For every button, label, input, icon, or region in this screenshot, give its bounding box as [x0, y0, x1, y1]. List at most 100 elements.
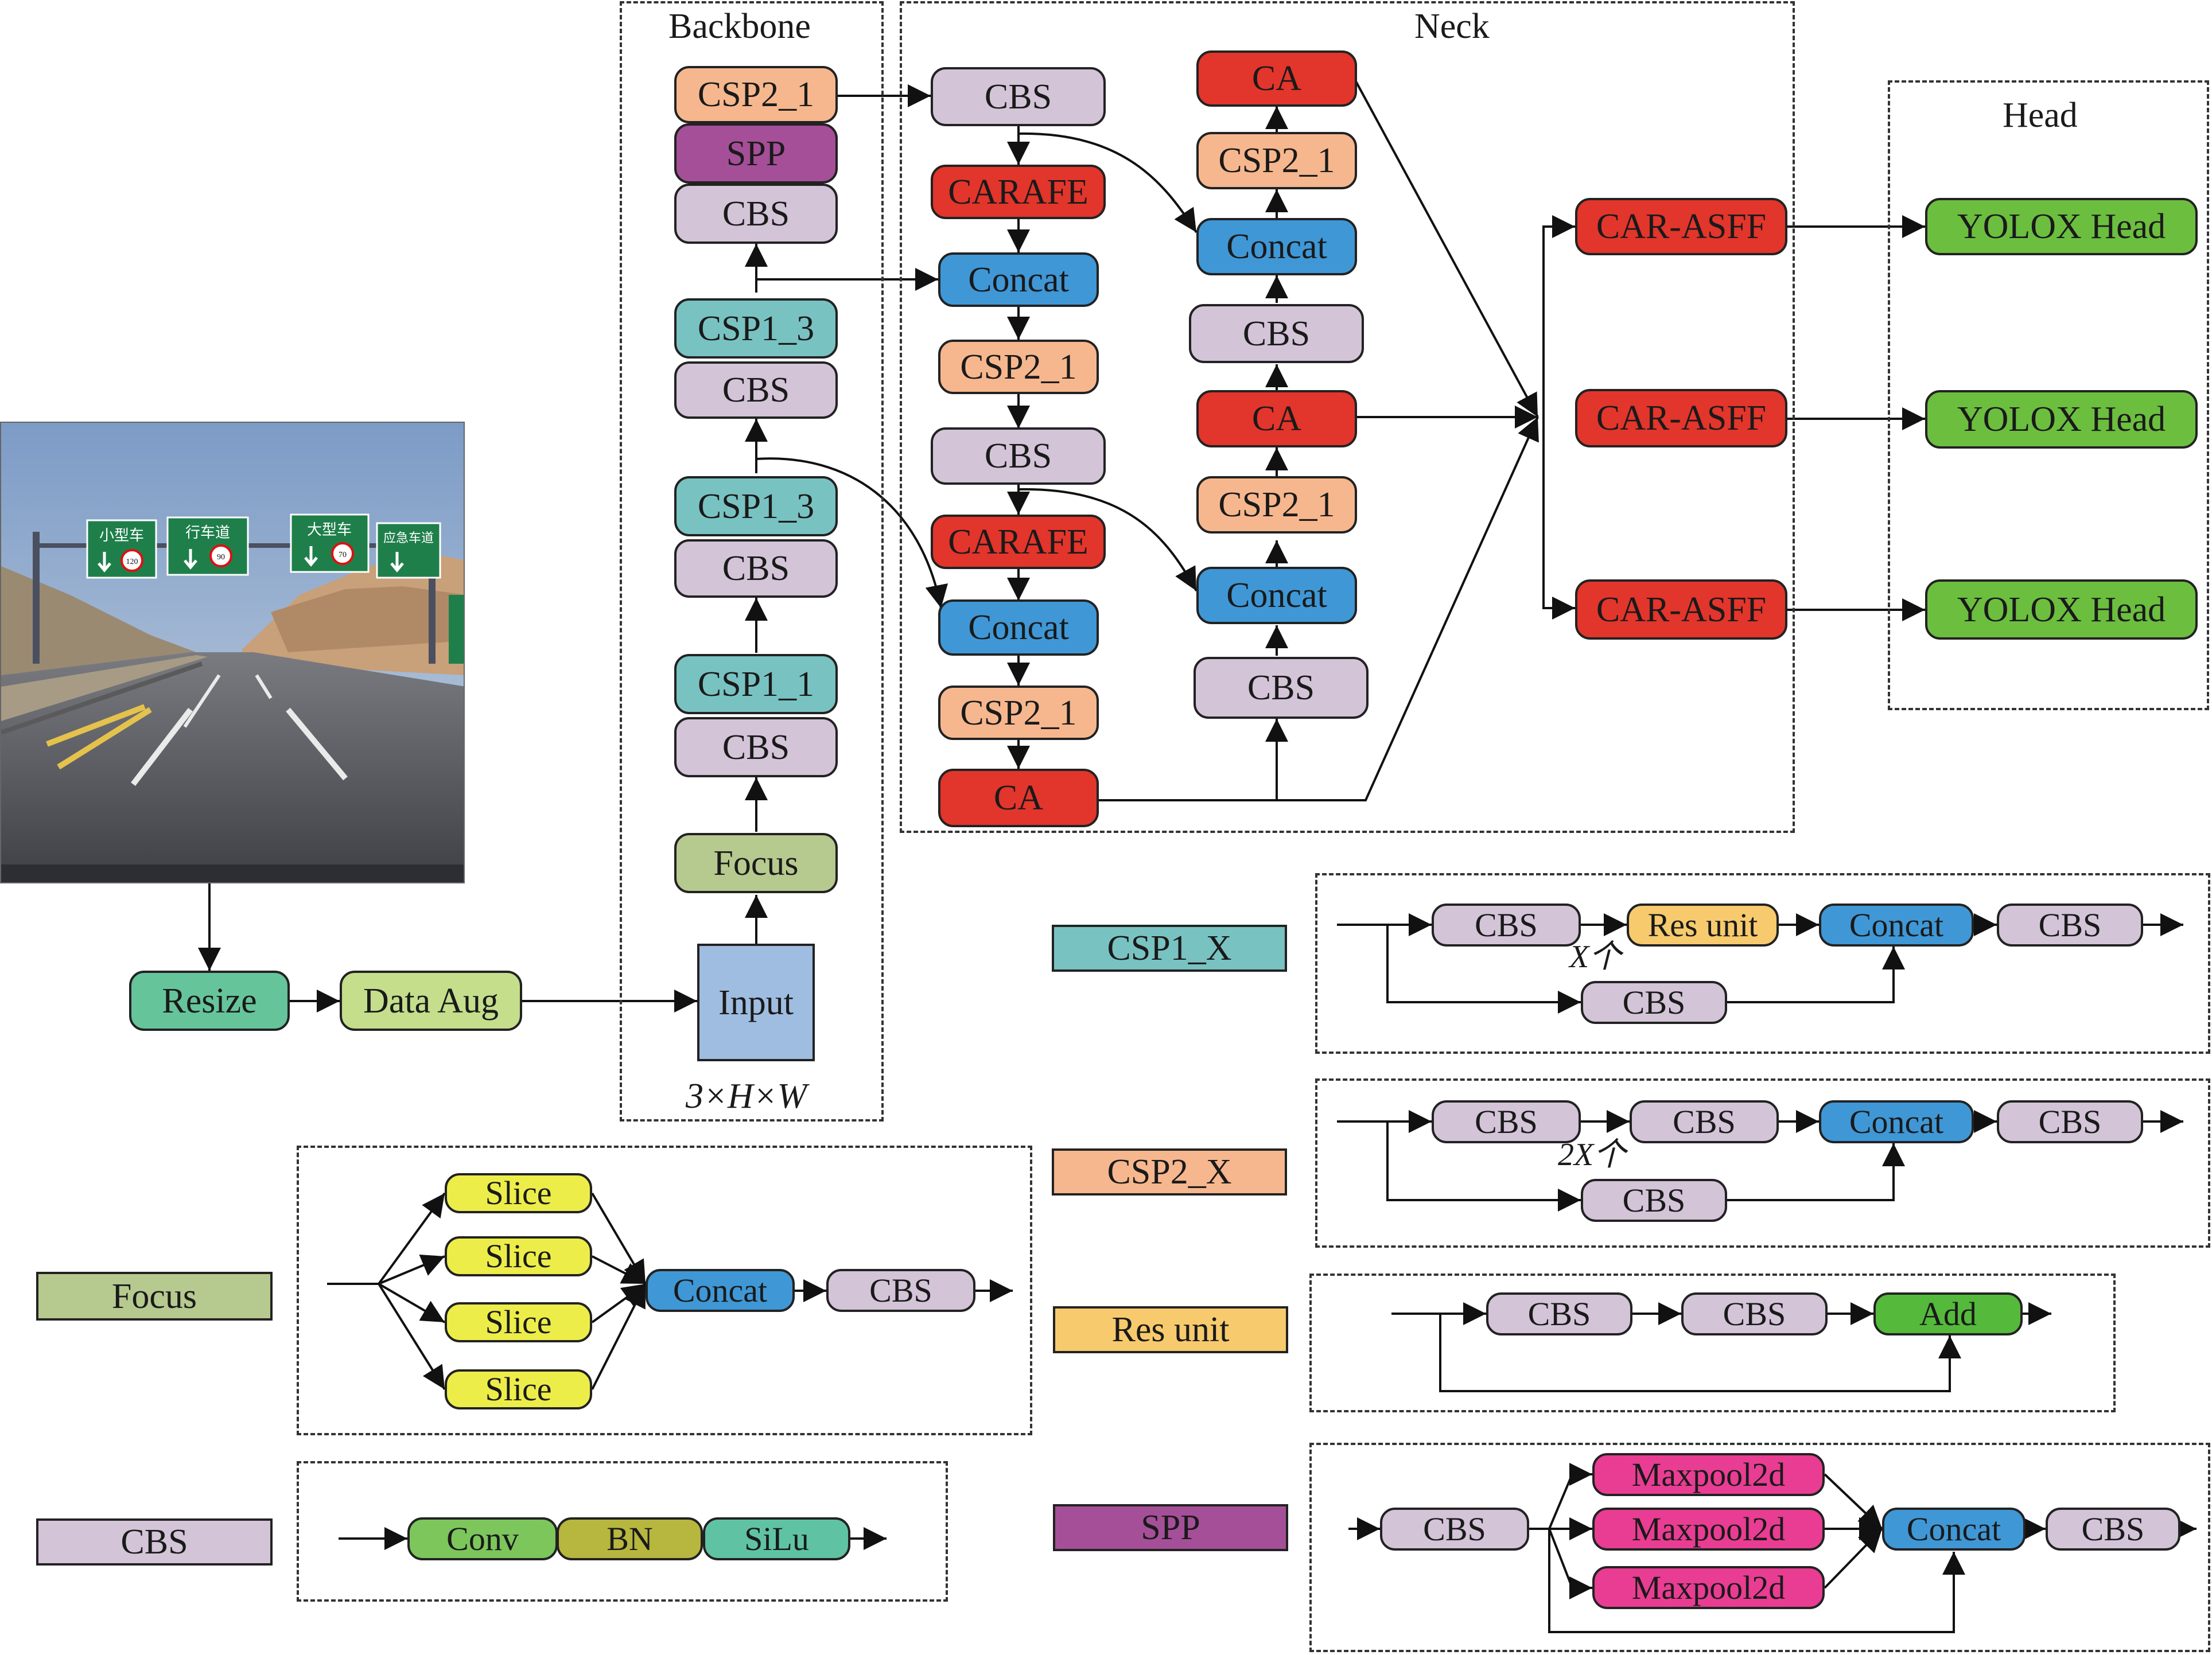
backbone-focus: Focus — [674, 833, 838, 893]
csp2x-concat: Concat — [1819, 1100, 1974, 1143]
road-photo: 小型车 行车道 大型车 应急车道 120 90 70 — [0, 422, 465, 883]
sign-text-4: 应急车道 — [383, 531, 434, 545]
input-node: Input — [697, 944, 815, 1061]
legend-focus-swatch: Focus — [36, 1272, 273, 1321]
spp-cbs-out: CBS — [2046, 1508, 2180, 1551]
neck-left-concat-2: Concat — [938, 599, 1099, 656]
car-asff-2: CAR-ASFF — [1575, 389, 1787, 447]
focus-legend-group — [297, 1146, 1032, 1435]
spp-cbs-in: CBS — [1380, 1508, 1529, 1551]
arrow-csp13b-concat — [756, 457, 948, 609]
legend-spp-swatch: SPP — [1053, 1504, 1288, 1551]
csp1x-cbs-2: CBS — [1997, 904, 2143, 947]
csp2x-repeat-label: 2X个 — [1558, 1137, 1626, 1173]
arrow-ca-top-asff — [1354, 80, 1539, 418]
cbs-conv: Conv — [407, 1517, 558, 1560]
csp1x-concat: Concat — [1819, 904, 1974, 947]
arrow-ca-asff — [1099, 416, 1539, 801]
yolox-head-3: YOLOX Head — [1925, 579, 2198, 640]
arrow-cbs-concat-right-top — [1018, 132, 1198, 233]
neck-right-concat-1: Concat — [1196, 218, 1357, 275]
csp2x-cbs-mid: CBS — [1630, 1100, 1779, 1143]
cbs-legend-group — [297, 1461, 948, 1602]
backbone-cbs-top: CBS — [674, 184, 838, 244]
spp-maxpool-2: Maxpool2d — [1592, 1508, 1825, 1551]
csp2x-legend-group — [1315, 1078, 2210, 1248]
focus-cbs: CBS — [826, 1269, 975, 1312]
car-asff-1: CAR-ASFF — [1575, 198, 1787, 255]
neck-left-carafe-2: CARAFE — [931, 515, 1106, 569]
backbone-spp: SPP — [674, 123, 838, 184]
csp1x-cbs-branch: CBS — [1581, 981, 1727, 1024]
neck-right-ca-2: CA — [1196, 390, 1357, 447]
legend-csp1x-swatch: CSP1_X — [1052, 925, 1287, 972]
backbone-csp2-1: CSP2_1 — [674, 66, 838, 123]
neck-left-carafe-1: CARAFE — [931, 165, 1106, 219]
backbone-cbs-a: CBS — [674, 361, 838, 419]
legend-resunit-swatch: Res unit — [1053, 1306, 1288, 1353]
focus-slice-2: Slice — [445, 1236, 592, 1276]
legend-csp2x-swatch: CSP2_X — [1052, 1148, 1287, 1196]
spp-concat: Concat — [1882, 1508, 2026, 1551]
neck-title: Neck — [1414, 7, 1490, 46]
resize-node: Resize — [129, 971, 290, 1031]
backbone-csp1-3-b: CSP1_3 — [674, 476, 838, 536]
csp2x-cbs-1: CBS — [1432, 1100, 1581, 1143]
neck-right-cbs-2: CBS — [1194, 657, 1369, 719]
cbs-bn: BN — [557, 1517, 703, 1560]
neck-left-ca: CA — [938, 769, 1099, 827]
data-aug-node: Data Aug — [340, 971, 522, 1031]
arrow-cbs-concat-right-bot — [1018, 488, 1198, 591]
backbone-csp1-3-a: CSP1_3 — [674, 298, 838, 359]
neck-left-concat-1: Concat — [938, 252, 1099, 307]
neck-left-cbs-1: CBS — [931, 67, 1106, 126]
neck-right-csp2-1b: CSP2_1 — [1196, 476, 1357, 534]
resunit-cbs-1: CBS — [1486, 1292, 1632, 1335]
focus-slice-4: Slice — [445, 1369, 592, 1409]
csp1x-cbs-1: CBS — [1432, 904, 1581, 947]
head-group — [1888, 80, 2209, 710]
legend-cbs-swatch: CBS — [36, 1518, 273, 1566]
neck-left-cbs-2: CBS — [931, 427, 1106, 485]
backbone-title: Backbone — [668, 7, 811, 46]
sign-text-1: 小型车 — [99, 527, 144, 544]
focus-concat: Concat — [646, 1269, 795, 1312]
csp1x-repeat-label: X个 — [1569, 939, 1622, 975]
arrow-asff-bot — [1542, 417, 1575, 620]
resunit-legend-group — [1309, 1274, 2116, 1412]
csp1x-legend-group — [1315, 873, 2210, 1054]
head-title: Head — [2003, 96, 2078, 135]
backbone-cbs-b: CBS — [674, 539, 838, 598]
speed-limit-3: 70 — [339, 551, 347, 559]
neck-right-cbs-1: CBS — [1189, 304, 1364, 363]
road-scene-image: 小型车 行车道 大型车 应急车道 120 90 70 — [1, 423, 464, 882]
spp-maxpool-1: Maxpool2d — [1592, 1453, 1825, 1496]
neck-right-concat-2: Concat — [1196, 567, 1357, 624]
spp-legend-group — [1309, 1443, 2210, 1652]
neck-group — [900, 1, 1795, 833]
sign-text-2: 行车道 — [185, 524, 230, 541]
neck-left-csp2-1b: CSP2_1 — [938, 686, 1099, 740]
sign-text-3: 大型车 — [307, 521, 352, 538]
arrow-asff-top — [1542, 215, 1575, 417]
yolox-head-2: YOLOX Head — [1925, 390, 2198, 449]
focus-slice-3: Slice — [445, 1302, 592, 1342]
yolox-head-1: YOLOX Head — [1925, 198, 2198, 255]
csp1x-res-unit: Res unit — [1627, 904, 1779, 947]
csp2x-cbs-branch: CBS — [1581, 1179, 1727, 1222]
input-dims-label: 3×H×W — [686, 1077, 807, 1116]
backbone-csp1-1: CSP1_1 — [674, 654, 838, 714]
backbone-group — [620, 1, 884, 1121]
neck-right-ca-1: CA — [1196, 50, 1357, 107]
resunit-cbs-2: CBS — [1681, 1292, 1828, 1335]
speed-limit-1: 120 — [126, 558, 138, 566]
neck-right-csp2-1a: CSP2_1 — [1196, 132, 1357, 189]
spp-maxpool-3: Maxpool2d — [1592, 1566, 1825, 1609]
csp2x-cbs-2: CBS — [1997, 1100, 2143, 1143]
neck-left-csp2-1a: CSP2_1 — [938, 340, 1099, 394]
backbone-cbs-c: CBS — [674, 717, 838, 777]
speed-limit-2: 90 — [217, 553, 225, 562]
resunit-add: Add — [1873, 1292, 2023, 1335]
